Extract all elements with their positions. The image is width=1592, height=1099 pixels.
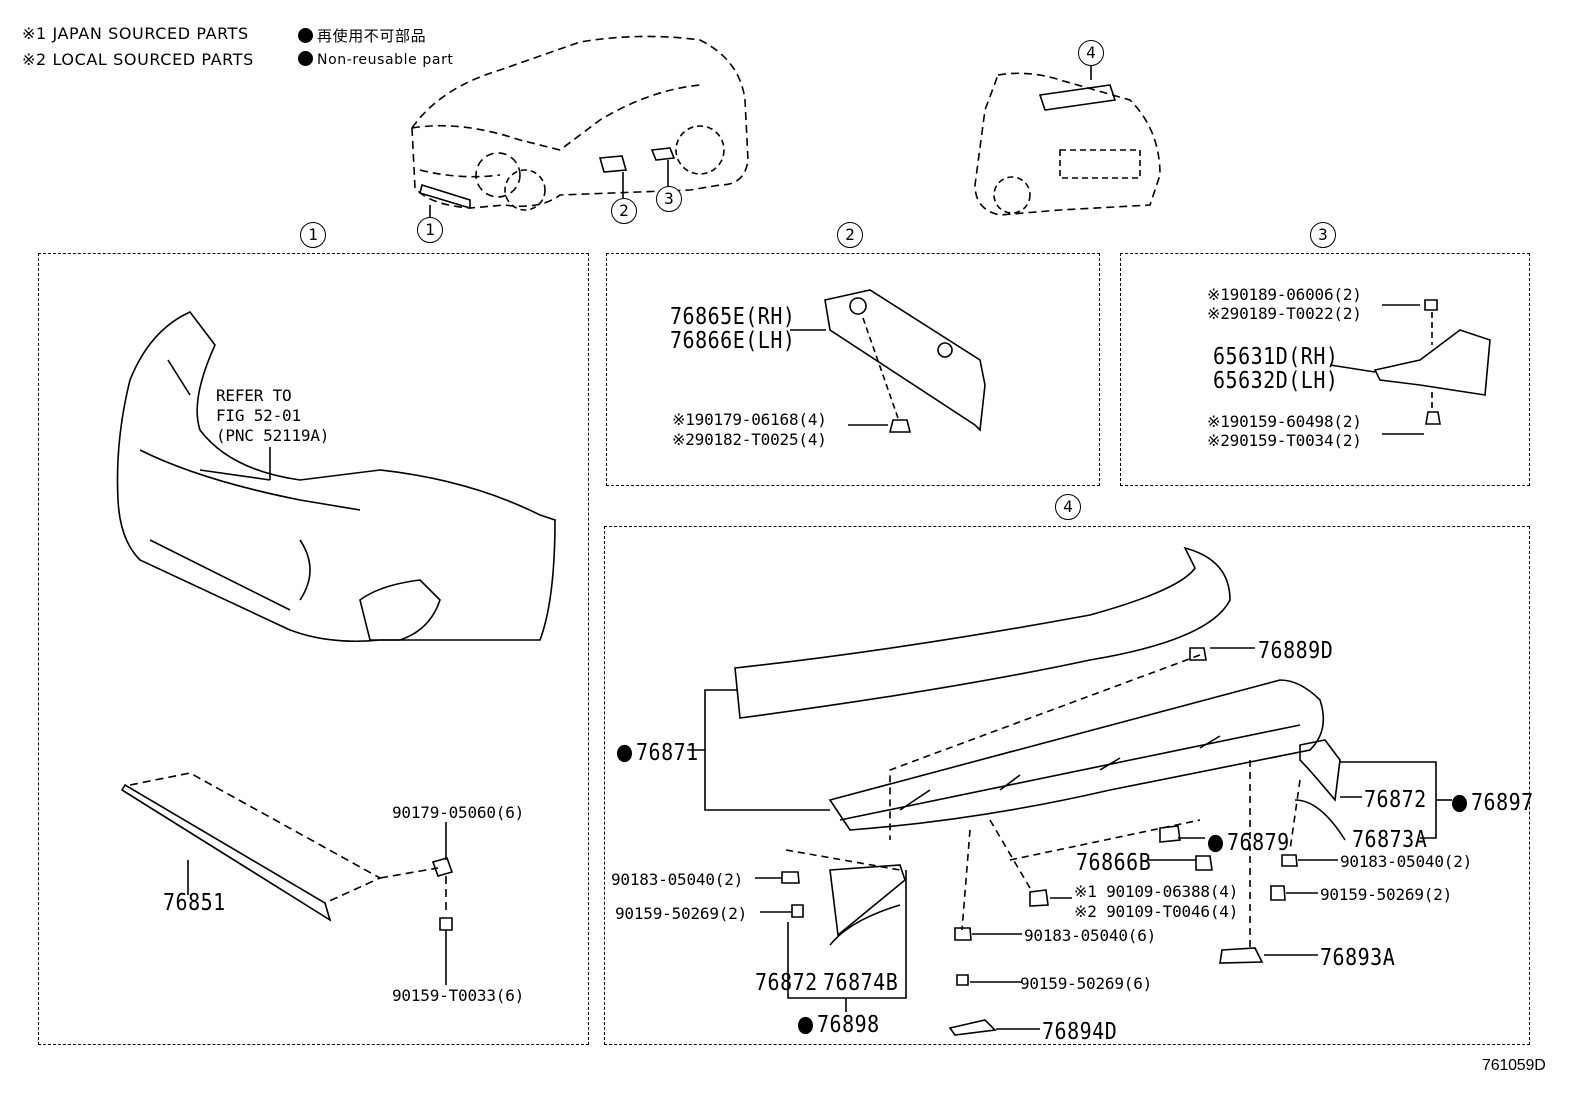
part-90109-06388[interactable]: ※1 90109-06388(4) xyxy=(1074,882,1239,901)
bracket-76865e-drawing xyxy=(824,289,986,433)
part-76889d[interactable]: 76889D xyxy=(1258,636,1334,664)
part-76874b[interactable]: 76874B xyxy=(823,968,899,996)
part-76879[interactable]: 76879 xyxy=(1208,828,1290,856)
non-reusable-dot-icon xyxy=(1452,794,1467,813)
part-90159-t0034[interactable]: ※290159-T0034(2) xyxy=(1207,431,1362,450)
legend-local: ※2 LOCAL SOURCED PARTS xyxy=(22,50,254,69)
refer-note-line2: FIG 52-01 xyxy=(216,406,301,425)
panel-3-callout: 3 xyxy=(1310,222,1336,248)
part-90182-t0025[interactable]: ※290182-T0025(4) xyxy=(672,430,827,449)
legend-non-reusable-jp: 再使用不可部品 xyxy=(298,25,426,46)
non-reusable-dot-icon xyxy=(298,28,313,43)
part-90179-05060[interactable]: 90179-05060(6) xyxy=(392,803,525,822)
panel-4-callout: 4 xyxy=(1055,494,1081,520)
part-76871[interactable]: 76871 xyxy=(617,738,699,766)
mudguard-65631d-drawing xyxy=(1373,299,1491,425)
part-76898[interactable]: 76898 xyxy=(798,1010,880,1038)
part-90159-50269-center[interactable]: 90159-50269(6) xyxy=(1020,974,1153,993)
part-90159-50269-left[interactable]: 90159-50269(2) xyxy=(615,904,748,923)
refer-note-line3[interactable]: (PNC 52119A) xyxy=(216,426,330,445)
part-90179-06168[interactable]: ※190179-06168(4) xyxy=(672,410,827,429)
callout-4: 4 xyxy=(1078,40,1104,66)
part-76872-right[interactable]: 76872 xyxy=(1364,785,1427,813)
callout-3: 3 xyxy=(656,186,682,212)
part-76851[interactable]: 76851 xyxy=(163,888,226,916)
rear-spoiler-drawing xyxy=(734,546,1346,1036)
part-76893a[interactable]: 76893A xyxy=(1320,943,1396,971)
legend-non-reusable-en: Non-reusable part xyxy=(298,51,454,68)
front-bumper-drawing xyxy=(116,311,556,642)
part-76865e-rh[interactable]: 76865E(RH) xyxy=(670,302,796,330)
part-76894d[interactable]: 76894D xyxy=(1042,1017,1118,1045)
non-reusable-dot-icon xyxy=(617,744,632,763)
panel-2-bracket xyxy=(606,253,1100,486)
panel-3-mudguard xyxy=(1120,253,1530,486)
part-90183-05040-left[interactable]: 90183-05040(2) xyxy=(611,870,744,889)
non-reusable-dot-icon xyxy=(298,51,313,66)
part-90109-t0046[interactable]: ※2 90109-T0046(4) xyxy=(1074,902,1239,921)
part-76873a[interactable]: 76873A xyxy=(1352,825,1428,853)
part-90159-t0033[interactable]: 90159-T0033(6) xyxy=(392,986,525,1005)
car-front-view xyxy=(411,35,749,211)
panel-2-callout: 2 xyxy=(837,222,863,248)
part-90159-50269-right[interactable]: 90159-50269(2) xyxy=(1320,885,1453,904)
part-76897[interactable]: 76897 xyxy=(1452,788,1534,816)
figure-id: 761059D xyxy=(1482,1057,1546,1074)
part-90189-06006[interactable]: ※190189-06006(2) xyxy=(1207,285,1362,304)
refer-note-line1: REFER TO xyxy=(216,386,292,405)
part-90189-t0022[interactable]: ※290189-T0022(2) xyxy=(1207,304,1362,323)
part-90183-05040-right[interactable]: 90183-05040(2) xyxy=(1340,852,1473,871)
part-90183-05040-center[interactable]: 90183-05040(6) xyxy=(1024,926,1157,945)
panel-1-front-bumper xyxy=(38,253,589,1045)
part-76866b[interactable]: 76866B xyxy=(1076,848,1152,876)
callout-2: 2 xyxy=(611,198,637,224)
part-90159-60498[interactable]: ※190159-60498(2) xyxy=(1207,412,1362,431)
car-rear-view xyxy=(974,72,1161,216)
part-76866e-lh[interactable]: 76866E(LH) xyxy=(670,326,796,354)
part-76872-left[interactable]: 76872 xyxy=(755,968,818,996)
part-65632d-lh[interactable]: 65632D(LH) xyxy=(1213,366,1339,394)
non-reusable-dot-icon xyxy=(1208,834,1223,853)
non-reusable-dot-icon xyxy=(798,1016,813,1035)
panel-4-rear-spoiler xyxy=(604,526,1530,1045)
callout-1: 1 xyxy=(417,217,443,243)
part-65631d-rh[interactable]: 65631D(RH) xyxy=(1213,342,1339,370)
legend-japan: ※1 JAPAN SOURCED PARTS xyxy=(22,24,249,43)
panel-1-callout: 1 xyxy=(300,222,326,248)
